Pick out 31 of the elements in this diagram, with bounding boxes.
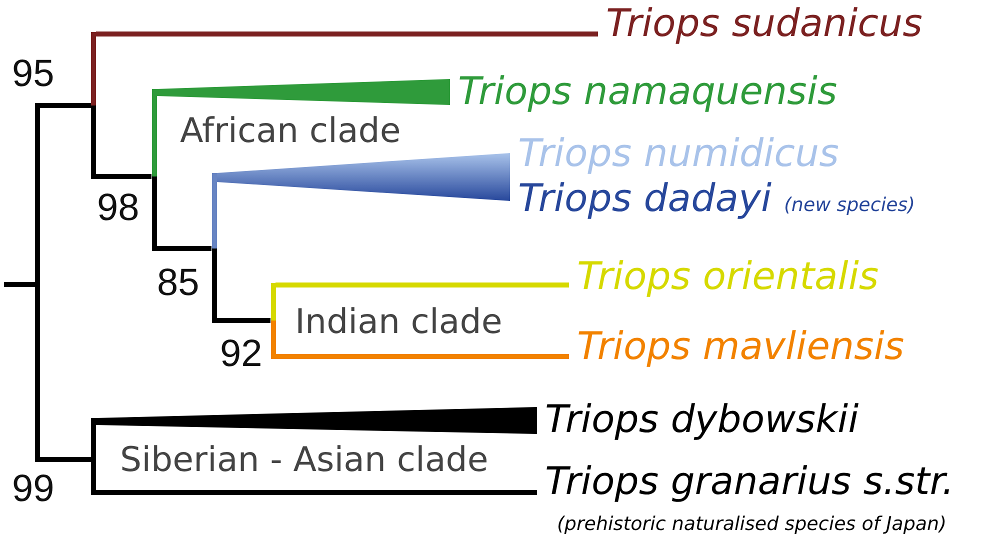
root-branch-line — [4, 282, 35, 287]
species-name: Triops dadayi — [510, 176, 772, 222]
collapsed-clade-wedge — [96, 407, 537, 434]
species-name: Triops granarius s.str. — [537, 458, 954, 504]
species-name: Triops sudanicus — [598, 1, 922, 47]
branch-line — [40, 103, 91, 108]
branch-line — [40, 457, 91, 462]
branch-line — [96, 490, 537, 495]
species-note: (prehistoric naturalised species of Japan) — [557, 513, 946, 536]
support-value: 85 — [157, 262, 200, 306]
branch-line — [276, 282, 569, 288]
clade-label: Siberian - Asian clade — [120, 440, 488, 480]
branch-line — [276, 354, 569, 359]
support-value: 98 — [97, 187, 140, 231]
species-name: Triops mavliensis — [569, 324, 904, 370]
clade-label: Indian clade — [295, 302, 502, 343]
branch-line — [96, 174, 152, 179]
collapsed-clade-wedge — [156, 79, 450, 105]
species-name: Triops dybowskii — [537, 397, 859, 443]
support-value: 95 — [12, 53, 54, 97]
branch-line — [96, 32, 598, 36]
species-name: Triops orientalis — [569, 254, 879, 300]
branch-line — [156, 246, 212, 251]
branch-line — [216, 318, 270, 323]
support-value: 99 — [12, 468, 54, 512]
support-value: 92 — [220, 333, 262, 377]
clade-label: African clade — [180, 111, 401, 152]
collapsed-clade-wedge — [216, 153, 510, 201]
species-name: Triops namaquensis — [450, 69, 838, 115]
species-note: (new species) — [784, 194, 916, 217]
species-name: Triops numidicus — [510, 131, 839, 177]
